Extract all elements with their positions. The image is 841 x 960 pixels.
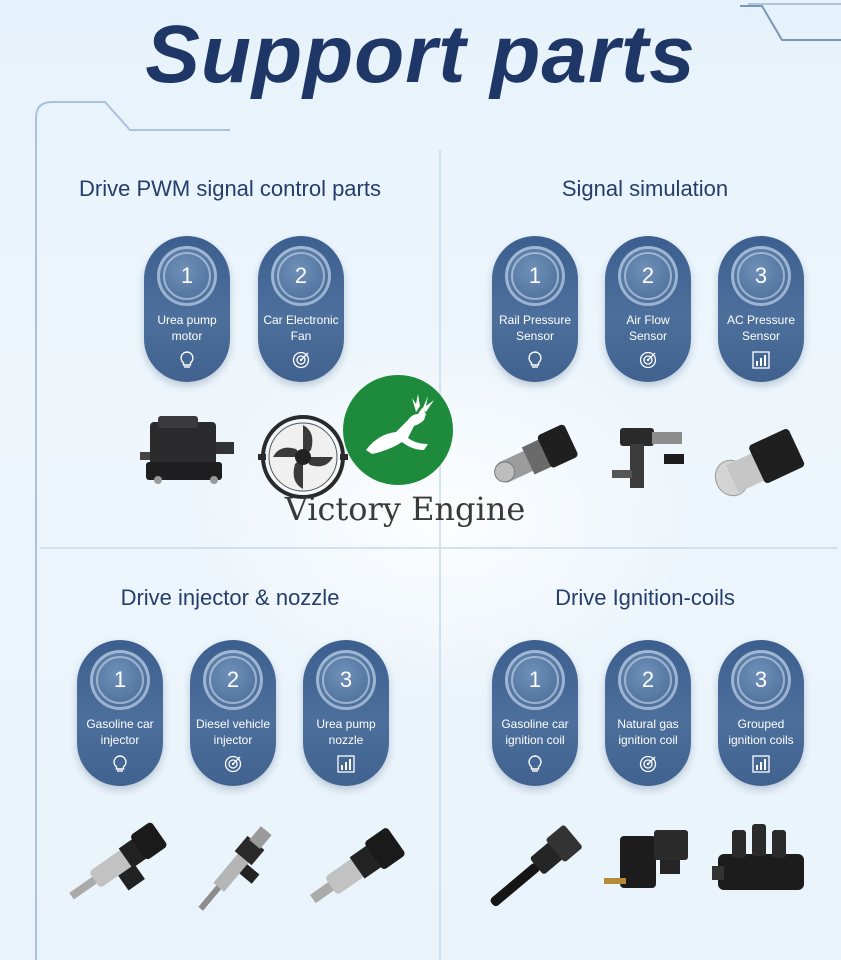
rail-pressure-sensor-image — [494, 424, 578, 483]
bar-chart-icon — [752, 351, 770, 369]
ac-pressure-sensor-image — [714, 428, 805, 497]
number-badge: 3 — [731, 650, 791, 710]
number-badge: 3 — [731, 246, 791, 306]
diesel-injector-image — [198, 826, 272, 911]
bulb-icon — [113, 755, 127, 772]
section-title-pwm: Drive PWM signal control parts — [79, 176, 381, 201]
deer-logo-icon — [343, 375, 453, 485]
bulb-icon — [180, 351, 194, 368]
number-badge: 2 — [203, 650, 263, 710]
gasoline-ignition-coil-image — [490, 825, 582, 907]
target-icon — [224, 755, 242, 773]
urea-nozzle-image — [309, 828, 405, 904]
target-icon — [639, 351, 657, 369]
section-title-injector: Drive injector & nozzle — [120, 585, 340, 610]
target-icon — [639, 755, 657, 773]
number-badge: 1 — [157, 246, 217, 306]
watermark-text: Victory Engine — [284, 490, 526, 528]
gasoline-injector-image — [69, 822, 167, 900]
number-badge: 1 — [505, 650, 565, 710]
bar-chart-icon — [752, 755, 770, 773]
number-badge: 2 — [618, 246, 678, 306]
number-badge: 2 — [618, 650, 678, 710]
car-fan-image — [258, 415, 348, 499]
air-flow-sensor-image — [612, 428, 684, 488]
section-title-signal-simulation: Signal simulation — [561, 176, 729, 201]
number-badge: 3 — [316, 650, 376, 710]
natural-gas-ignition-coil-image — [604, 830, 688, 888]
target-icon — [292, 351, 310, 369]
grouped-ignition-coils-image — [712, 824, 804, 890]
bar-chart-icon — [337, 755, 355, 773]
urea-pump-motor-image — [140, 416, 234, 484]
number-badge: 1 — [505, 246, 565, 306]
number-badge: 1 — [90, 650, 150, 710]
number-badge: 2 — [271, 246, 331, 306]
bulb-icon — [528, 755, 542, 772]
section-title-ignition: Drive Ignition-coils — [555, 585, 735, 610]
page-title: Support parts — [145, 9, 696, 100]
bulb-icon — [528, 351, 542, 368]
